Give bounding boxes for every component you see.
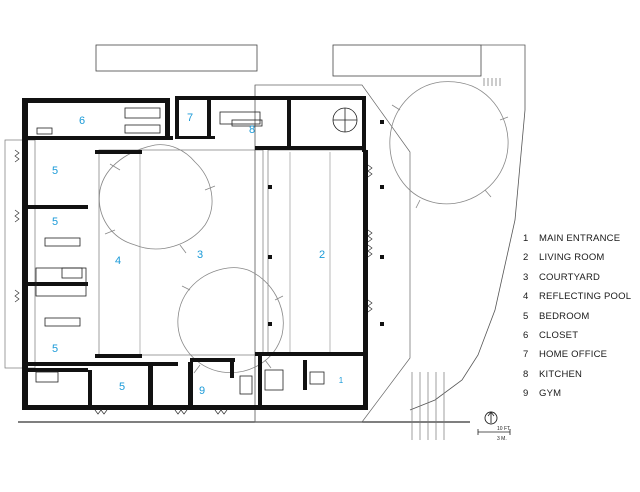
legend-item-label: KITCHEN	[539, 368, 583, 380]
room-label-kitchen: 8	[249, 124, 255, 136]
room-label-courtyard: 3	[197, 249, 203, 261]
room-label-home-office: 7	[187, 112, 193, 124]
neighbor-building-right	[332, 44, 482, 77]
window-zigzag-south	[94, 409, 228, 415]
legend-item-label: MAIN ENTRANCE	[539, 233, 621, 244]
room-label-bedroom-top: 5	[52, 165, 58, 177]
fixtures	[35, 107, 358, 395]
room-label-main-entrance: 1	[339, 376, 344, 385]
scale-bar	[477, 429, 511, 435]
room-label-bedroom-mid: 5	[52, 216, 58, 228]
courtyard-outline	[98, 149, 264, 356]
legend-item: 4 REFLECTING POOL	[523, 291, 638, 310]
legend-item-label: HOME OFFICE	[539, 349, 608, 361]
tree-north-courtyard	[98, 144, 216, 254]
room-label-bedroom-bottom: 5	[119, 381, 125, 393]
legend-item-number: 4	[523, 291, 529, 303]
legend-item: 3 COURTYARD	[523, 272, 638, 291]
legend: 1 MAIN ENTRANCE 2 LIVING ROOM 3 COURTYARD 4 REF…	[523, 233, 638, 408]
legend-item-label: CLOSET	[539, 329, 579, 341]
room-label-gym: 9	[199, 385, 205, 397]
roof-overhang-outline	[254, 84, 411, 423]
legend-item: 1 MAIN ENTRANCE	[523, 233, 638, 252]
legend-item-number: 7	[523, 349, 529, 361]
legend-item: 5 BEDROOM	[523, 311, 638, 330]
legend-item-number: 8	[523, 368, 529, 380]
tree-south-courtyard	[177, 267, 284, 374]
legend-item-number: 3	[523, 271, 529, 283]
legend-item-label: REFLECTING POOL	[539, 291, 632, 303]
legend-item-label: COURTYARD	[539, 271, 601, 283]
deck-ticks	[411, 372, 445, 440]
scale-feet-label: 10 FT.	[497, 426, 511, 432]
stair-ticks	[483, 78, 501, 86]
legend-item: 6 CLOSET	[523, 330, 638, 349]
legend-item-number: 6	[523, 329, 529, 341]
neighbor-building-left	[95, 44, 258, 72]
window-zigzag-west-1	[14, 149, 20, 303]
west-canopy-outline	[4, 139, 36, 369]
legend-item-number: 9	[523, 388, 529, 400]
legend-item-number: 1	[523, 233, 529, 244]
room-label-closet: 6	[79, 115, 85, 127]
room-label-reflecting-pool: 4	[115, 255, 121, 267]
walls	[22, 96, 368, 410]
legend-item-label: LIVING ROOM	[539, 252, 605, 264]
legend-item: 8 KITCHEN	[523, 369, 638, 388]
tree-east	[389, 81, 509, 209]
north-arrow-icon	[484, 411, 498, 425]
window-zigzag-east	[367, 164, 373, 313]
scale-meters-label: 3 M.	[497, 436, 507, 442]
room-label-bedroom-low: 5	[52, 343, 58, 355]
legend-item: 9 GYM	[523, 388, 638, 407]
living-room-outline	[267, 149, 367, 356]
legend-item-label: GYM	[539, 388, 562, 400]
legend-item: 2 LIVING ROOM	[523, 252, 638, 271]
legend-item: 7 HOME OFFICE	[523, 349, 638, 368]
legend-item-number: 2	[523, 252, 529, 264]
room-label-living-room: 2	[319, 249, 325, 261]
legend-item-number: 5	[523, 310, 529, 322]
legend-item-label: BEDROOM	[539, 310, 590, 322]
property-line-right	[409, 44, 526, 411]
columns	[268, 120, 384, 326]
